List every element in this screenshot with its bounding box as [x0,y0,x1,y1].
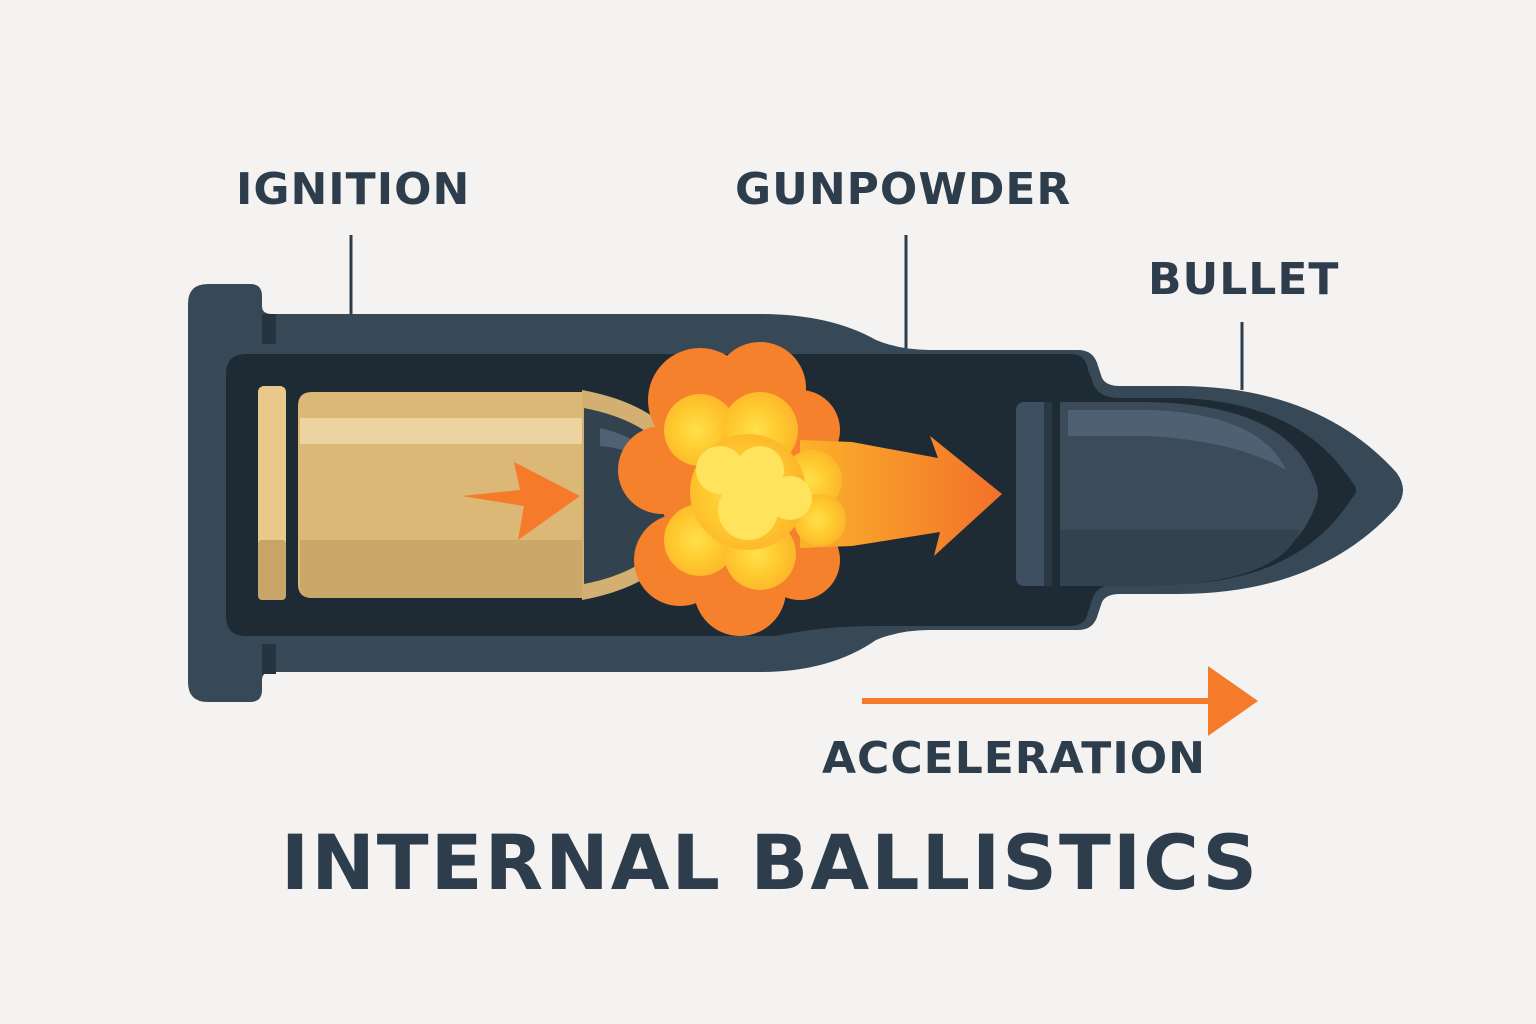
bullet-label: BULLET [1148,254,1340,305]
rim-groove-top [262,314,276,344]
bullet-projectile-shadow [1060,530,1300,586]
ignition-arrow [462,462,580,540]
bullet-base-band-stripe [1044,402,1052,586]
rim-groove-bottom [262,644,276,674]
ignition-label: IGNITION [236,164,471,215]
bullet-base-band [1016,402,1052,586]
expansion-jet [800,436,1002,556]
diagram-title: INTERNAL BALLISTICS [280,818,1260,907]
brass-casing-highlight [300,418,586,444]
cartridge-rim-shade [258,540,286,600]
acceleration-label: ACCELERATION [822,733,1206,784]
gunpowder-label: GUNPOWDER [735,164,1072,215]
bullet-projectile-gloss [1068,410,1286,470]
acceleration-arrow-head [1208,666,1258,736]
gunpowder-explosion-core [696,446,812,540]
brass-casing-shadow [300,540,586,598]
